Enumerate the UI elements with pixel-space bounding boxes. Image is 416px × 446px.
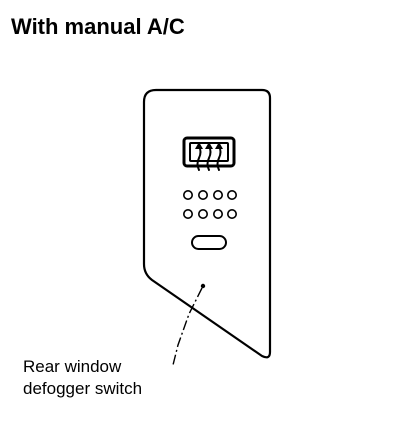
page-title: With manual A/C <box>11 14 185 39</box>
oval-indicator <box>191 235 227 250</box>
callout-line-1: Rear window <box>23 357 122 376</box>
callout-leader-line <box>172 287 203 366</box>
switch-location-dot <box>200 283 206 289</box>
callout-label: Rear window defogger switch <box>23 356 142 400</box>
indicator-dots-row-2 <box>183 209 238 220</box>
rear-defogger-icon[interactable] <box>182 136 236 171</box>
indicator-dots-row-1 <box>183 190 238 201</box>
callout-line-2: defogger switch <box>23 379 143 398</box>
control-panel-outline <box>142 88 272 359</box>
